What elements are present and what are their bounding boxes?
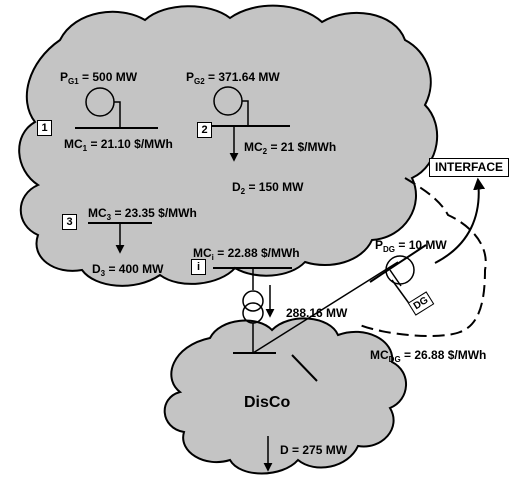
dg-generator-icon (385, 255, 415, 285)
bus-label-3: 3 (62, 214, 77, 230)
gen1-power-label: PG1 = 500 MW (60, 70, 138, 86)
bus-label-2: 2 (197, 122, 212, 138)
d2-label: D2 = 150 MW (232, 180, 304, 196)
mci-label: MCi = 22.88 $/MWh (193, 246, 300, 262)
flow-label: 288.16 MW (286, 306, 348, 320)
mcdg-label: MCDG = 26.88 $/MWh (370, 348, 487, 364)
disco-branch-bus (291, 354, 318, 382)
disco-load-label: D = 275 MW (280, 443, 348, 457)
disco-feeder-line (252, 261, 399, 354)
dg-dashed-boundary (359, 177, 487, 337)
gen2-power-label: PG2 = 371.64 MW (186, 70, 280, 86)
interface-arrow (434, 177, 486, 264)
bus-label-i: i (191, 259, 206, 275)
generator-g2-line (242, 100, 249, 126)
mc2-label: MC2 = 21 $/MWh (244, 140, 337, 156)
transformer-primary-icon (242, 290, 264, 312)
mc1-label: MC1 = 21.10 $/MWh (64, 137, 173, 153)
d3-label: D3 = 400 MW (92, 262, 164, 278)
mc3-label: MC3 = 23.35 $/MWh (88, 206, 197, 222)
dg-bus (369, 244, 427, 283)
transformer-secondary-icon (242, 302, 264, 324)
transmission-cloud (18, 4, 439, 287)
bus-label-1: 1 (37, 120, 52, 136)
disco-label: DisCo (244, 394, 291, 411)
interface-box: INTERFACE (429, 158, 510, 177)
disco-cloud (163, 317, 407, 475)
pdg-label: PDG = 10 MW (375, 238, 447, 254)
generator-g1-line (114, 101, 121, 128)
